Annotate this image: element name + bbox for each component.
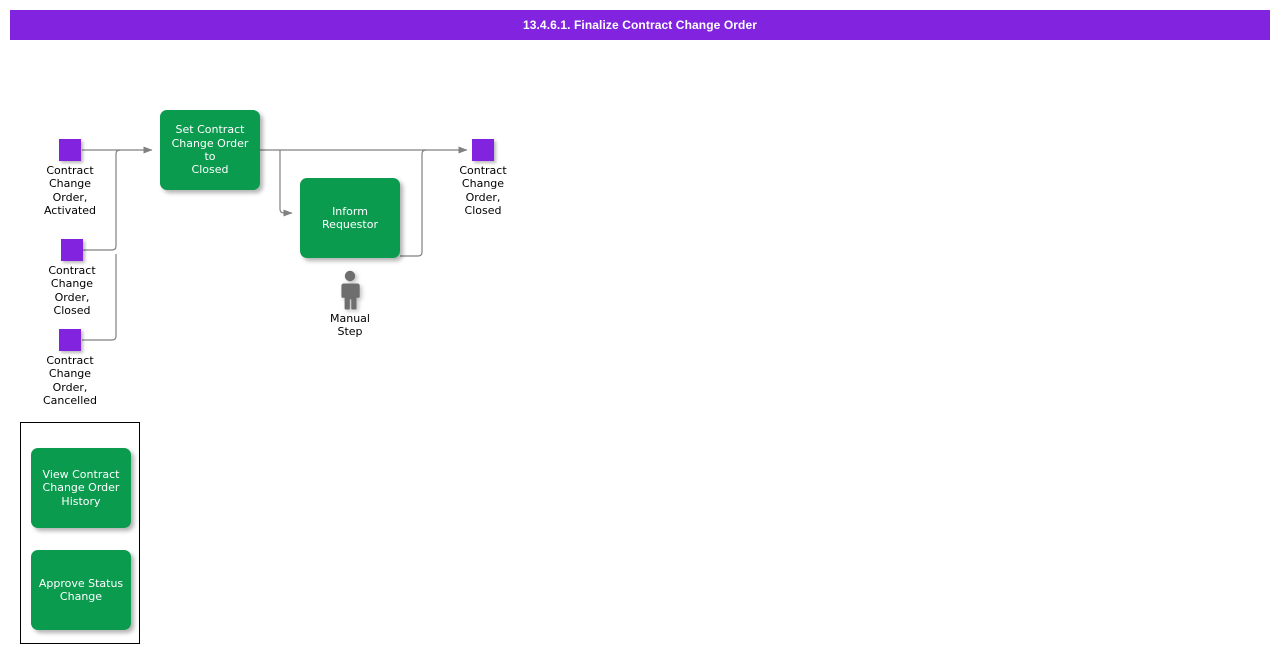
person-icon	[341, 270, 360, 310]
activity-label: Inform Requestor	[322, 204, 378, 231]
end-event-label: Contract Change Order, Closed	[459, 164, 507, 217]
start-event-contract-change-order-cancelled[interactable]: Contract Change Order, Cancelled	[24, 329, 116, 407]
event-square-icon	[59, 329, 81, 351]
start-event-contract-change-order-activated[interactable]: Contract Change Order, Activated	[24, 139, 116, 217]
start-event-label: Contract Change Order, Closed	[48, 264, 96, 317]
connector-event3-to-merge	[82, 254, 117, 341]
connector-inform-requestor-return	[400, 149, 427, 257]
legend-panel: View Contract Change Order History Appro…	[20, 422, 140, 644]
event-square-icon	[472, 139, 494, 161]
connector-branch-to-inform-requestor	[279, 150, 293, 217]
activity-label: Set Contract Change Order to Closed	[171, 123, 249, 177]
start-event-contract-change-order-closed[interactable]: Contract Change Order, Closed	[26, 239, 118, 317]
connector-event2-to-merge	[82, 149, 121, 251]
page-title: 13.4.6.1. Finalize Contract Change Order	[522, 18, 758, 32]
legend-item-label: Approve Status Change	[38, 576, 124, 603]
legend-item-label: View Contract Change Order History	[42, 468, 120, 508]
page-title-bar: 13.4.6.1. Finalize Contract Change Order	[10, 10, 1270, 40]
event-square-icon	[61, 239, 83, 261]
start-event-label: Contract Change Order, Cancelled	[42, 354, 98, 407]
legend-item-approve-status-change[interactable]: Approve Status Change	[31, 550, 131, 630]
event-square-icon	[59, 139, 81, 161]
activity-set-contract-change-order-to-closed[interactable]: Set Contract Change Order to Closed	[160, 110, 260, 190]
end-event-contract-change-order-closed[interactable]: Contract Change Order, Closed	[437, 139, 529, 217]
manual-step-label: Manual Step	[330, 312, 370, 339]
legend-item-view-contract-change-order-history[interactable]: View Contract Change Order History	[31, 448, 131, 528]
manual-step-marker: Manual Step	[304, 270, 396, 339]
activity-inform-requestor[interactable]: Inform Requestor	[300, 178, 400, 258]
start-event-label: Contract Change Order, Activated	[43, 164, 97, 217]
